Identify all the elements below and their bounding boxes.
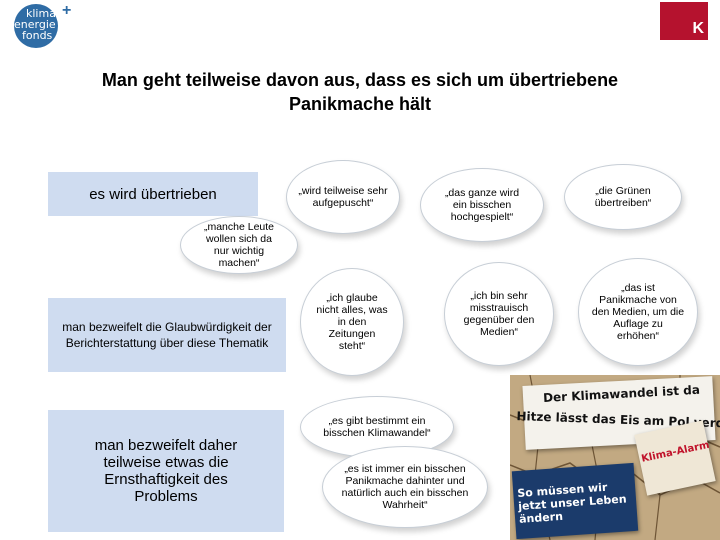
quote-text-zeitungen: „ich glaube nicht alles, was in den Zeit… (316, 292, 388, 352)
quote-text-gruene: „die Grünen übertreiben“ (594, 185, 652, 209)
category-exaggerated-text: es wird übertrieben (89, 185, 217, 203)
clipping-headline-4: So müssen wir jetzt unser Leben ändern (516, 480, 627, 526)
category-credibility-doubt-text: man bezweifelt die Glaubwürdigkeit der B… (62, 320, 272, 350)
quote-text-aufgepuscht: „wird teilweise sehr aufgepuscht“ (298, 185, 388, 209)
quote-text-klimawandel: „es gibt bestimmt ein bisschen Klimawand… (323, 415, 431, 439)
logo-text-klima: klima (26, 7, 56, 20)
quote-text-panikmache: „das ist Panikmache von den Medien, um d… (591, 282, 685, 342)
category-credibility-doubt: man bezweifelt die Glaubwürdigkeit der B… (48, 298, 286, 372)
quote-cloud-gruene: „die Grünen übertreiben“ (564, 164, 682, 230)
page-title-line1: Man geht teilweise davon aus, dass es si… (101, 70, 619, 90)
page-title-line2: Panikmache hält (288, 94, 432, 114)
page-title: Man geht teilweise davon aus, dass es si… (40, 68, 680, 116)
quote-cloud-aufgepuscht: „wird teilweise sehr aufgepuscht“ (286, 160, 400, 234)
logo-text-fonds: fonds (22, 29, 53, 42)
brand-logo-letter: K (692, 20, 704, 37)
logo-text-energie: energie (14, 18, 56, 31)
clipping-headline-3: Klima-Alarm (640, 439, 711, 465)
newspaper-collage: Der Klimawandel ist da Hitze lässt das E… (510, 375, 720, 540)
quote-text-wahrheit: „es ist immer ein bisschen Panikmache da… (341, 463, 469, 511)
clipping-leben: So müssen wir jetzt unser Leben ändern (511, 462, 639, 540)
brand-logo-right: K (660, 2, 708, 40)
category-seriousness-doubt: man bezweifelt daher teilweise etwas die… (48, 410, 284, 532)
logo-circle-icon (14, 4, 58, 48)
quote-cloud-panikmache: „das ist Panikmache von den Medien, um d… (578, 258, 698, 366)
logo-plus: + (62, 2, 72, 19)
quote-cloud-hochgespielt: „das ganze wird ein bisschen hochgespiel… (420, 168, 544, 242)
category-exaggerated: es wird übertrieben (48, 172, 258, 216)
quote-cloud-wichtig: „manche Leute wollen sich da nur wichtig… (180, 216, 298, 274)
quote-cloud-zeitungen: „ich glaube nicht alles, was in den Zeit… (300, 268, 404, 376)
quote-text-misstrauisch: „ich bin sehr misstrauisch gegenüber den… (463, 290, 535, 338)
category-seriousness-doubt-text: man bezweifelt daher teilweise etwas die… (94, 437, 238, 505)
quote-cloud-wahrheit: „es ist immer ein bisschen Panikmache da… (322, 446, 488, 528)
clipping-headline-1: Der Klimawandel ist da (542, 382, 701, 405)
quote-text-wichtig: „manche Leute wollen sich da nur wichtig… (203, 221, 275, 269)
quote-text-hochgespielt: „das ganze wird ein bisschen hochgespiel… (444, 187, 520, 223)
quote-cloud-misstrauisch: „ich bin sehr misstrauisch gegenüber den… (444, 262, 554, 366)
klima-energie-fonds-logo: klima energie fonds + (12, 2, 78, 48)
